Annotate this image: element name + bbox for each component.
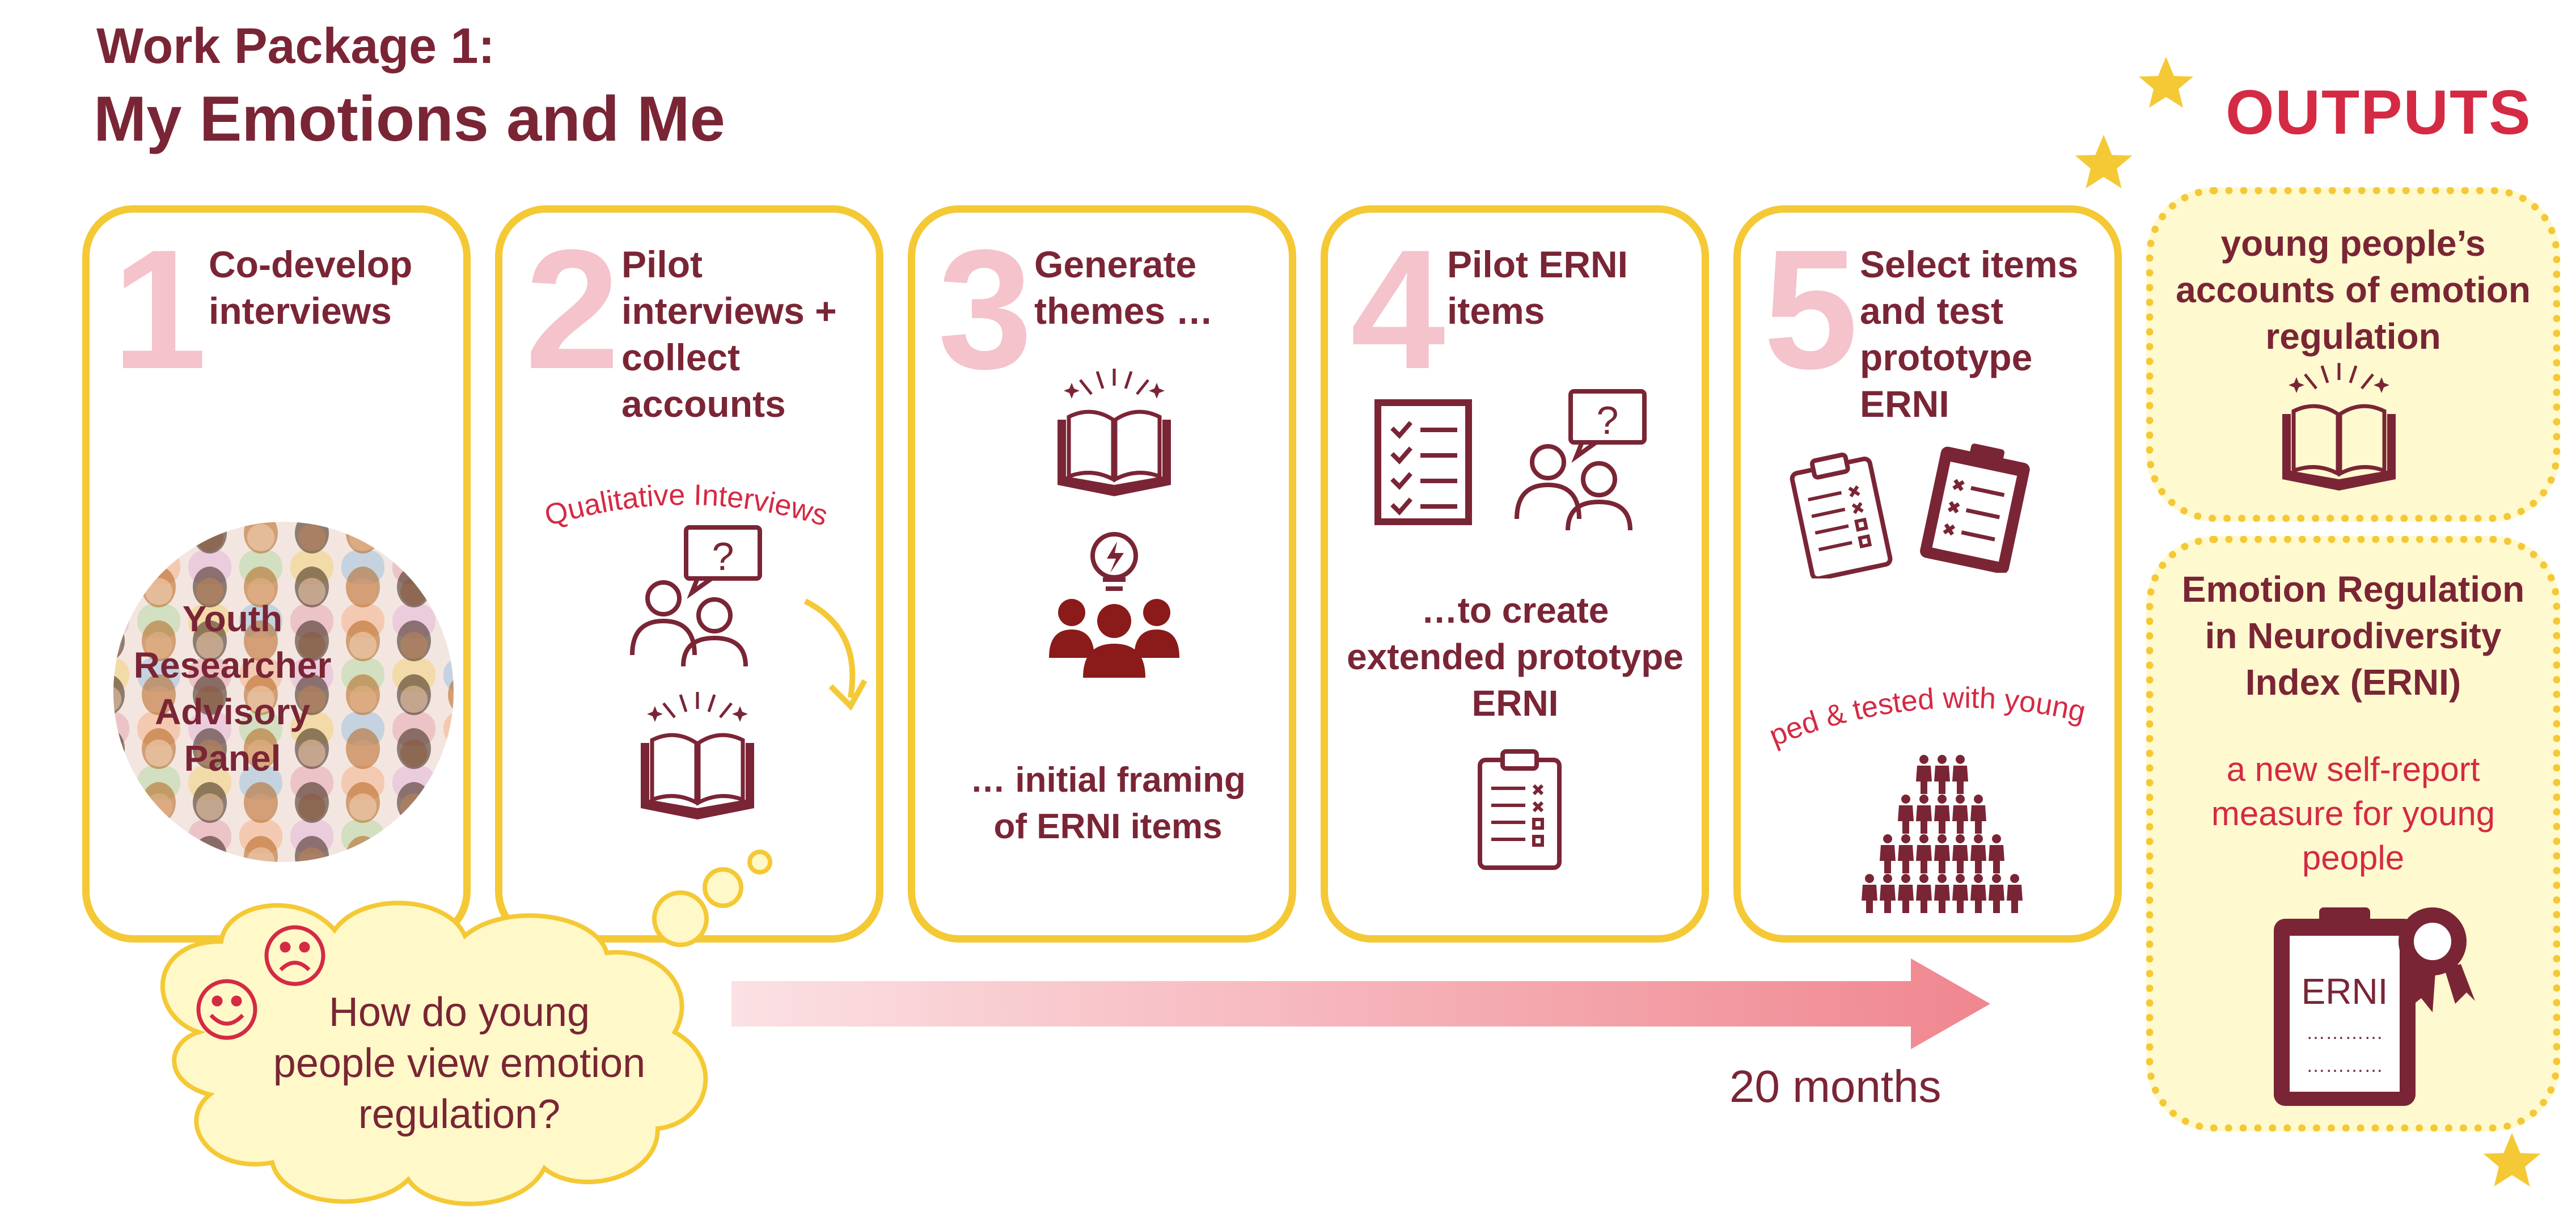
work-package-label: Work Package 1: xyxy=(96,18,495,74)
book-icon xyxy=(641,692,754,820)
thought-cloud xyxy=(160,850,772,1206)
stage-title: Pilot ERNI items xyxy=(1447,243,1628,332)
timeline-arrow-icon xyxy=(731,958,1990,1049)
certificate-label: ERNI xyxy=(2302,971,2388,1012)
stage-number: 1 xyxy=(112,214,207,404)
question-text: How do young people view emotion regulat… xyxy=(273,990,646,1137)
page-title: My Emotions and Me xyxy=(94,83,725,154)
developed-tested-curve-label: developed & tested with young people xyxy=(1758,635,2097,753)
curved-arrow-icon xyxy=(803,598,868,711)
star-icon xyxy=(2483,1133,2541,1186)
stage-number: 2 xyxy=(525,214,620,404)
crowd-icon xyxy=(1862,755,2023,913)
stage-title: Co-develop interviews xyxy=(209,243,413,332)
youth-panel-label: Youth Researcher Advisory Panel xyxy=(133,598,332,779)
stage-number: 4 xyxy=(1351,214,1445,404)
svg-text:…………: ………… xyxy=(2306,1055,2383,1076)
stage-title: Generate themes … xyxy=(1034,243,1213,332)
lightbulb-group-icon xyxy=(1049,532,1179,678)
star-icon xyxy=(2075,134,2133,188)
people-question-icon: ? xyxy=(630,525,762,667)
outputs-heading: OUTPUTS xyxy=(2226,78,2532,147)
output-title: young people’s accounts of emotion regul… xyxy=(2176,223,2531,357)
stage-title: Pilot interviews + collect accounts xyxy=(621,243,837,425)
svg-text:…………: ………… xyxy=(2306,1022,2383,1044)
stage-2-card: 2 Pilot interviews + collect accounts xyxy=(495,205,883,943)
qualitative-interviews-curve-label: Qualitative Interviews xyxy=(541,479,831,533)
stage-number: 3 xyxy=(938,214,1033,404)
stage-4-card: 4 Pilot ERNI items …to create extended p… xyxy=(1321,205,1709,943)
svg-text:?: ? xyxy=(1597,398,1619,442)
book-icon xyxy=(1058,369,1171,496)
people-question-icon: ? xyxy=(1515,389,1647,531)
clipboard-icon xyxy=(1478,749,1562,870)
book-icon xyxy=(2282,363,2396,491)
sad-face-icon xyxy=(264,925,325,986)
clipboard-icon xyxy=(1790,453,1893,578)
stage-title: Select items and test prototype ERNI xyxy=(1860,243,2079,425)
svg-text:developed & tested with young: developed & tested with young people xyxy=(1758,635,2097,753)
stage-bottom-text: … initial framing of ERNI items xyxy=(970,761,1246,846)
stage-middle-text: …to create extended prototype ERNI xyxy=(1347,590,1684,724)
output-subtitle: a new self-report measure for young peop… xyxy=(2211,750,2495,877)
checklist-icon xyxy=(1374,399,1472,525)
svg-text:?: ? xyxy=(712,534,734,578)
output-erni-card: Emotion Regulation in Neurodiversity Ind… xyxy=(2146,536,2560,1131)
star-icon xyxy=(2139,57,2193,108)
stage-number: 5 xyxy=(1763,214,1858,404)
smiley-icon xyxy=(196,979,257,1040)
youth-panel-crowd-icon xyxy=(113,522,454,862)
output-accounts-card: young people’s accounts of emotion regul… xyxy=(2146,187,2560,522)
clipboard-icon xyxy=(1920,443,2030,573)
timeline-duration: 20 months xyxy=(1729,1061,1941,1112)
stage-5-card: 5 Select items and test prototype ERNI xyxy=(1733,205,2122,943)
certificate-icon: ERNI ………… ………… xyxy=(2274,907,2475,1106)
output-title: Emotion Regulation in Neurodiversity Ind… xyxy=(2181,569,2525,703)
